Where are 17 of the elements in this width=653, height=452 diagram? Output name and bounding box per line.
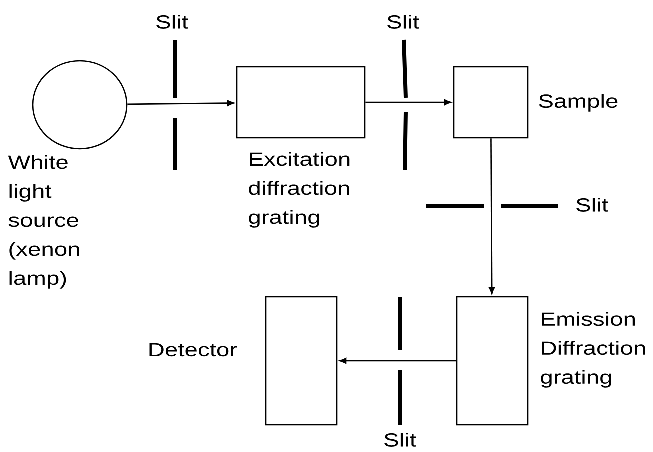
node-label: White light source (xenon lamp) xyxy=(8,155,80,289)
arrow xyxy=(128,100,234,106)
node-label: Excitation diffraction grating xyxy=(249,152,350,228)
component-box: Emission Diffraction grating xyxy=(456,296,646,426)
node-label: Emission Diffraction grating xyxy=(541,312,646,388)
slit-label: Slit xyxy=(576,198,608,212)
slit-label: Slit xyxy=(384,433,416,447)
component-box: Sample xyxy=(453,66,618,139)
component-box: Detector xyxy=(150,296,338,426)
node-label: Detector xyxy=(150,343,238,357)
arrow xyxy=(366,100,452,106)
slit-label: Slit xyxy=(388,15,420,29)
arrow xyxy=(489,138,496,294)
slit-label: Slit xyxy=(156,15,188,29)
component-box: Excitation diffraction grating xyxy=(236,66,366,228)
node-label: Sample xyxy=(539,94,618,112)
arrow xyxy=(340,358,456,364)
